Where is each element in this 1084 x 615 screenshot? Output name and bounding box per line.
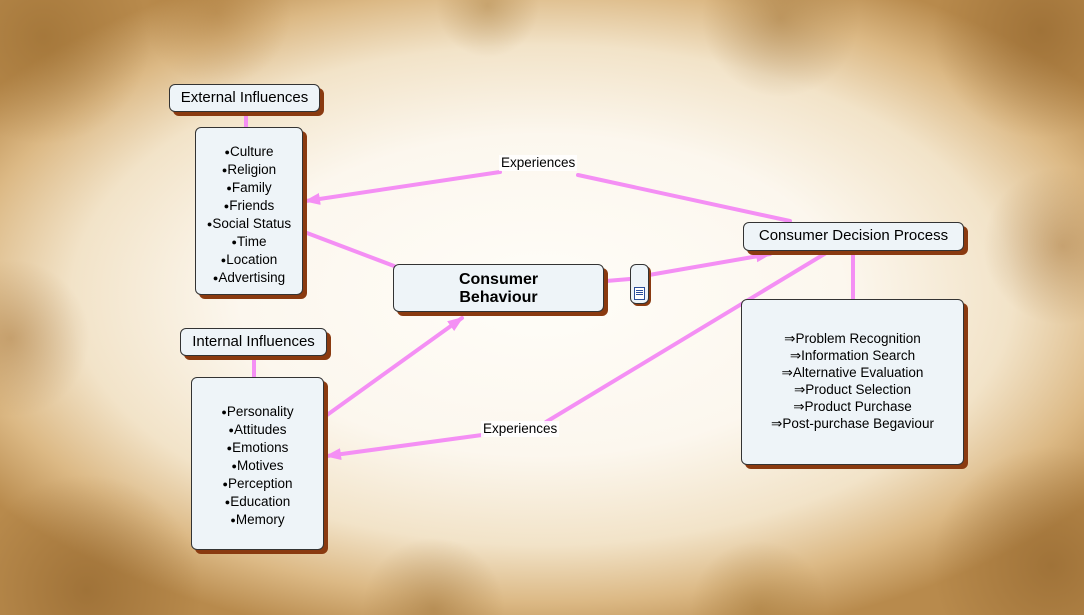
list-item: Advertising (196, 269, 302, 287)
list-item: Perception (192, 475, 323, 493)
experiences-label-bottom[interactable]: Experiences (481, 421, 560, 437)
link-central-to-decision (647, 250, 772, 277)
external-influences-list-node[interactable]: Culture Religion Family Friends Social S… (195, 127, 303, 295)
link-internal-to-central (325, 316, 464, 417)
document-sheet-icon (634, 287, 645, 300)
list-item: Time (196, 233, 302, 251)
external-influences-label: External Influences (180, 89, 309, 106)
internal-influences-list: Personality Attitudes Emotions Motives P… (192, 403, 323, 529)
list-item: Product Purchase (742, 398, 963, 415)
list-item: Social Status (196, 215, 302, 233)
link-decision-to-experiences-bottom (544, 251, 828, 424)
list-item: Motives (192, 457, 323, 475)
consumer-behaviour-line2: Behaviour (459, 289, 538, 306)
link-decision-to-experiences-top (576, 173, 792, 223)
external-influences-node[interactable]: External Influences (169, 84, 320, 112)
list-item: Product Selection (742, 381, 963, 398)
internal-influences-label: Internal Influences (192, 333, 315, 350)
decision-steps-node[interactable]: Problem Recognition Information Search A… (741, 299, 964, 465)
list-item: Problem Recognition (742, 330, 963, 347)
link-external-to-central (305, 231, 396, 268)
list-item: Education (192, 493, 323, 511)
list-item: Memory (192, 511, 323, 529)
list-item: Family (196, 179, 302, 197)
list-item: Alternative Evaluation (742, 364, 963, 381)
list-item: Culture (196, 143, 302, 161)
decision-steps-list: Problem Recognition Information Search A… (742, 330, 963, 432)
consumer-decision-process-label: Consumer Decision Process (758, 227, 949, 244)
internal-influences-node[interactable]: Internal Influences (180, 328, 327, 356)
document-icon[interactable] (630, 264, 649, 304)
list-item: Post-purchase Begaviour (742, 415, 963, 432)
list-item: Location (196, 251, 302, 269)
consumer-decision-process-node[interactable]: Consumer Decision Process (743, 222, 964, 251)
list-item: Religion (196, 161, 302, 179)
list-item: Emotions (192, 439, 323, 457)
consumer-behaviour-node[interactable]: Consumer Behaviour (393, 264, 604, 312)
list-item: Friends (196, 197, 302, 215)
list-item: Attitudes (192, 421, 323, 439)
internal-influences-list-node[interactable]: Personality Attitudes Emotions Motives P… (191, 377, 324, 550)
list-item: Information Search (742, 347, 963, 364)
consumer-behaviour-line1: Consumer (458, 271, 539, 288)
external-influences-list: Culture Religion Family Friends Social S… (196, 143, 302, 287)
experiences-label-top[interactable]: Experiences (499, 155, 578, 171)
list-item: Personality (192, 403, 323, 421)
link-experiences-top-to-external (304, 170, 502, 205)
link-experiences-bottom-to-internal (325, 433, 484, 461)
link-central-to-doc-icon (604, 277, 632, 283)
